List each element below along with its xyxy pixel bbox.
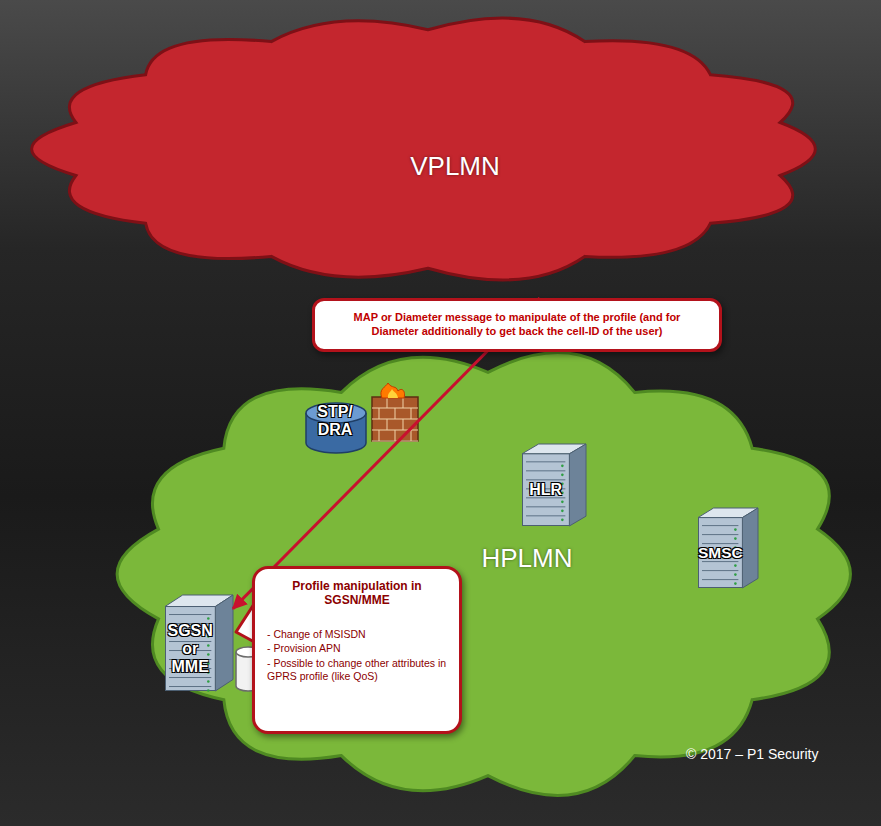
firewall-mortar	[395, 430, 396, 441]
callout-heading: Profile manipulation in SGSN/MME	[267, 579, 447, 608]
cloud-shape	[32, 18, 816, 280]
network-name: HPLMN	[457, 544, 597, 573]
server-slot	[526, 506, 565, 507]
server-led	[734, 573, 737, 576]
server-side	[742, 508, 758, 588]
server-led	[207, 689, 210, 692]
element-name: SMSC	[698, 544, 742, 561]
server-led	[207, 653, 210, 656]
server-led	[561, 519, 564, 522]
server-led	[734, 564, 737, 567]
text-slot: VPLMN	[380, 152, 530, 181]
firewall-bricks	[372, 397, 418, 441]
element-name: SGSN or MME	[165, 622, 215, 676]
firewall-flame-core	[388, 389, 398, 398]
server-led	[207, 617, 210, 620]
server-side	[569, 444, 586, 526]
router-node: STP/ DRA	[300, 383, 425, 463]
network-cloud: VPLMN	[8, 0, 848, 298]
firewall-mortar	[411, 430, 412, 441]
server-slot	[526, 461, 565, 462]
server-led	[561, 474, 564, 477]
server-slot	[702, 525, 738, 526]
firewall-mortar	[387, 397, 388, 408]
server-node: SGSN or MME	[165, 595, 233, 691]
server-led	[734, 582, 737, 585]
firewall-mortar	[395, 408, 396, 419]
network-name: VPLMN	[380, 152, 530, 181]
server-node: SMSC	[698, 508, 758, 588]
server-led	[207, 644, 210, 647]
cloud-shape	[117, 353, 850, 796]
server-led	[734, 528, 737, 531]
server-slot	[526, 515, 565, 516]
text-slot: STP/ DRA	[306, 403, 364, 439]
text-slot: HPLMN	[457, 544, 597, 573]
server-front	[523, 454, 570, 526]
server-slot	[702, 561, 738, 562]
server-led	[561, 501, 564, 504]
server-slot	[702, 570, 738, 571]
server-slot	[526, 470, 565, 471]
callout-box: Profile manipulation in SGSN/MME - Change…	[252, 566, 462, 734]
firewall-mortar	[379, 408, 380, 419]
server-led	[734, 537, 737, 540]
server-slot	[169, 677, 211, 678]
server-side	[215, 595, 233, 691]
server-led	[207, 680, 210, 683]
element-name: HLR	[522, 481, 569, 499]
element-name: STP/ DRA	[306, 403, 364, 439]
text-slot: HLR	[522, 481, 569, 499]
server-led	[561, 465, 564, 468]
firewall-mortar	[403, 397, 404, 408]
firewall-mortar	[379, 430, 380, 441]
server-slot	[702, 534, 738, 535]
firewall-mortar	[387, 419, 388, 430]
server-slot	[526, 479, 565, 480]
server-slot	[169, 614, 211, 615]
callout-item: - Possible to change other attributes in…	[267, 657, 447, 682]
callout-item: - Provision APN	[267, 642, 447, 655]
text-slot: SGSN or MME	[165, 622, 215, 676]
server-slot	[702, 543, 738, 544]
server-slot	[702, 579, 738, 580]
server-led	[561, 510, 564, 513]
callout-item: - Change of MSISDN	[267, 628, 447, 641]
text-slot: SMSC	[698, 544, 742, 561]
copyright-note: © 2017 – P1 Security	[686, 746, 856, 762]
cloud-outline	[8, 0, 848, 298]
server-slot	[169, 686, 211, 687]
firewall-mortar	[411, 408, 412, 419]
firewall-mortar	[403, 419, 404, 430]
server-node: HLR	[522, 444, 586, 526]
server-front	[699, 518, 743, 588]
server-front	[166, 607, 216, 691]
server-icon	[165, 595, 233, 691]
message-callout: MAP or Diameter message to manipulate of…	[312, 298, 722, 352]
